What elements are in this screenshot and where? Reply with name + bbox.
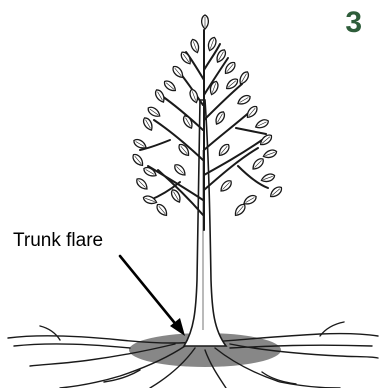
trunk-flare-label: Trunk flare (13, 230, 103, 252)
callout-arrow (120, 256, 185, 336)
step-number: 3 (345, 8, 362, 38)
